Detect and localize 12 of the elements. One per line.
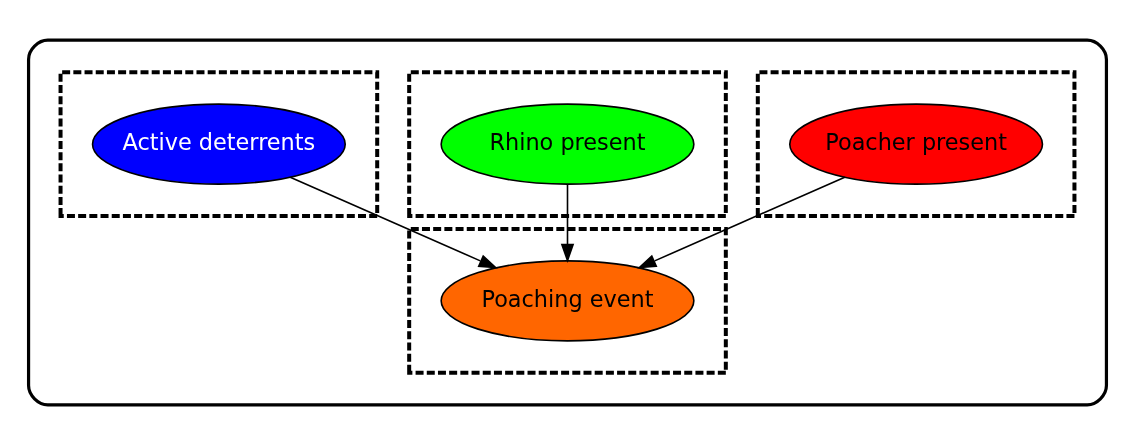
cluster	[58, 69, 380, 218]
cluster	[407, 226, 728, 375]
arrow	[637, 175, 846, 269]
node-ellipse: Poaching event	[440, 259, 695, 342]
arrow	[289, 175, 498, 269]
cluster	[407, 69, 728, 218]
node-ellipse: Poacher present	[789, 102, 1044, 185]
cluster	[755, 69, 1077, 218]
cluster	[26, 38, 1109, 406]
node-ellipse: Active deterrents	[91, 102, 346, 185]
node-ellipse: Rhino present	[440, 102, 695, 185]
arrow	[560, 183, 575, 263]
